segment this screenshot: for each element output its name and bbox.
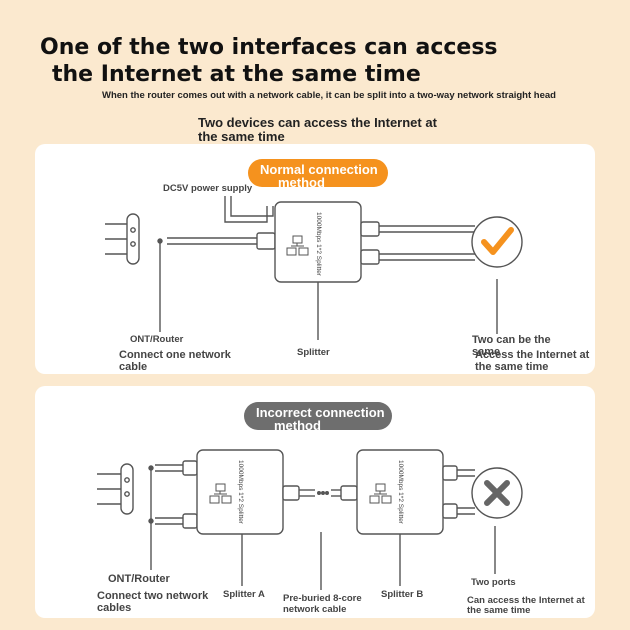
ont-router-label: ONT/Router [108, 573, 170, 585]
splitter-label-text: 1000Mbps 1*2 Splitter [315, 212, 322, 277]
main-title-line1: One of the two interfaces can access [40, 35, 498, 60]
access-internet-label: Access the Internet at the same time [475, 349, 590, 373]
incorrect-connection-panel: 1000Mbps 1*2 Splitter 1000Mbps 1*2 Split… [35, 386, 595, 618]
cross-icon [484, 480, 510, 506]
splitter-b-caption: Splitter B [381, 589, 424, 600]
subtitle: When the router comes out with a network… [102, 90, 556, 101]
check-icon [481, 227, 514, 255]
two-ports-label: Two ports [471, 577, 516, 588]
splitter-b-text: 1000Mbps 1*2 Splitter [397, 460, 404, 525]
main-title-line2: the Internet at the same time [52, 62, 421, 87]
splitter-caption: Splitter [297, 347, 330, 358]
splitter-a-text: 1000Mbps 1*2 Splitter [237, 460, 244, 525]
lan-icon-b [369, 483, 392, 504]
lan-icon [286, 235, 309, 256]
normal-connection-pill: Normal connection method [248, 159, 388, 189]
lan-icon-a [209, 483, 232, 504]
incorrect-diagram: 1000Mbps 1*2 Splitter 1000Mbps 1*2 Split… [97, 449, 523, 590]
cable-caption: Pre-buried 8-core network cable [283, 593, 362, 615]
power-supply-label: DC5V power supply [163, 183, 253, 194]
main-title: One of the two interfaces can access the… [40, 34, 600, 88]
ont-router-label: ONT/Router [130, 334, 184, 345]
ont-plug-icon [126, 213, 140, 265]
result-circle [471, 216, 523, 268]
two-can-label: Two can be the same [472, 334, 551, 358]
incorrect-connection-pill: Incorrect connection method [244, 402, 392, 432]
access-internet-label: Can access the Internet at the same time [467, 595, 585, 616]
connect-cables-label: Connect two network cables [97, 590, 209, 614]
two-devices-caption: Two devices can access the Internet at t… [198, 115, 437, 144]
connect-cable-label: Connect one network cable [119, 349, 231, 373]
ont-plug-icon [120, 463, 134, 515]
normal-diagram: 1000Mbps 1*2 Splitter [105, 196, 523, 340]
normal-connection-panel: 1000Mbps 1*2 Splitter Normal connection … [35, 144, 595, 374]
splitter-a-caption: Splitter A [223, 589, 265, 600]
